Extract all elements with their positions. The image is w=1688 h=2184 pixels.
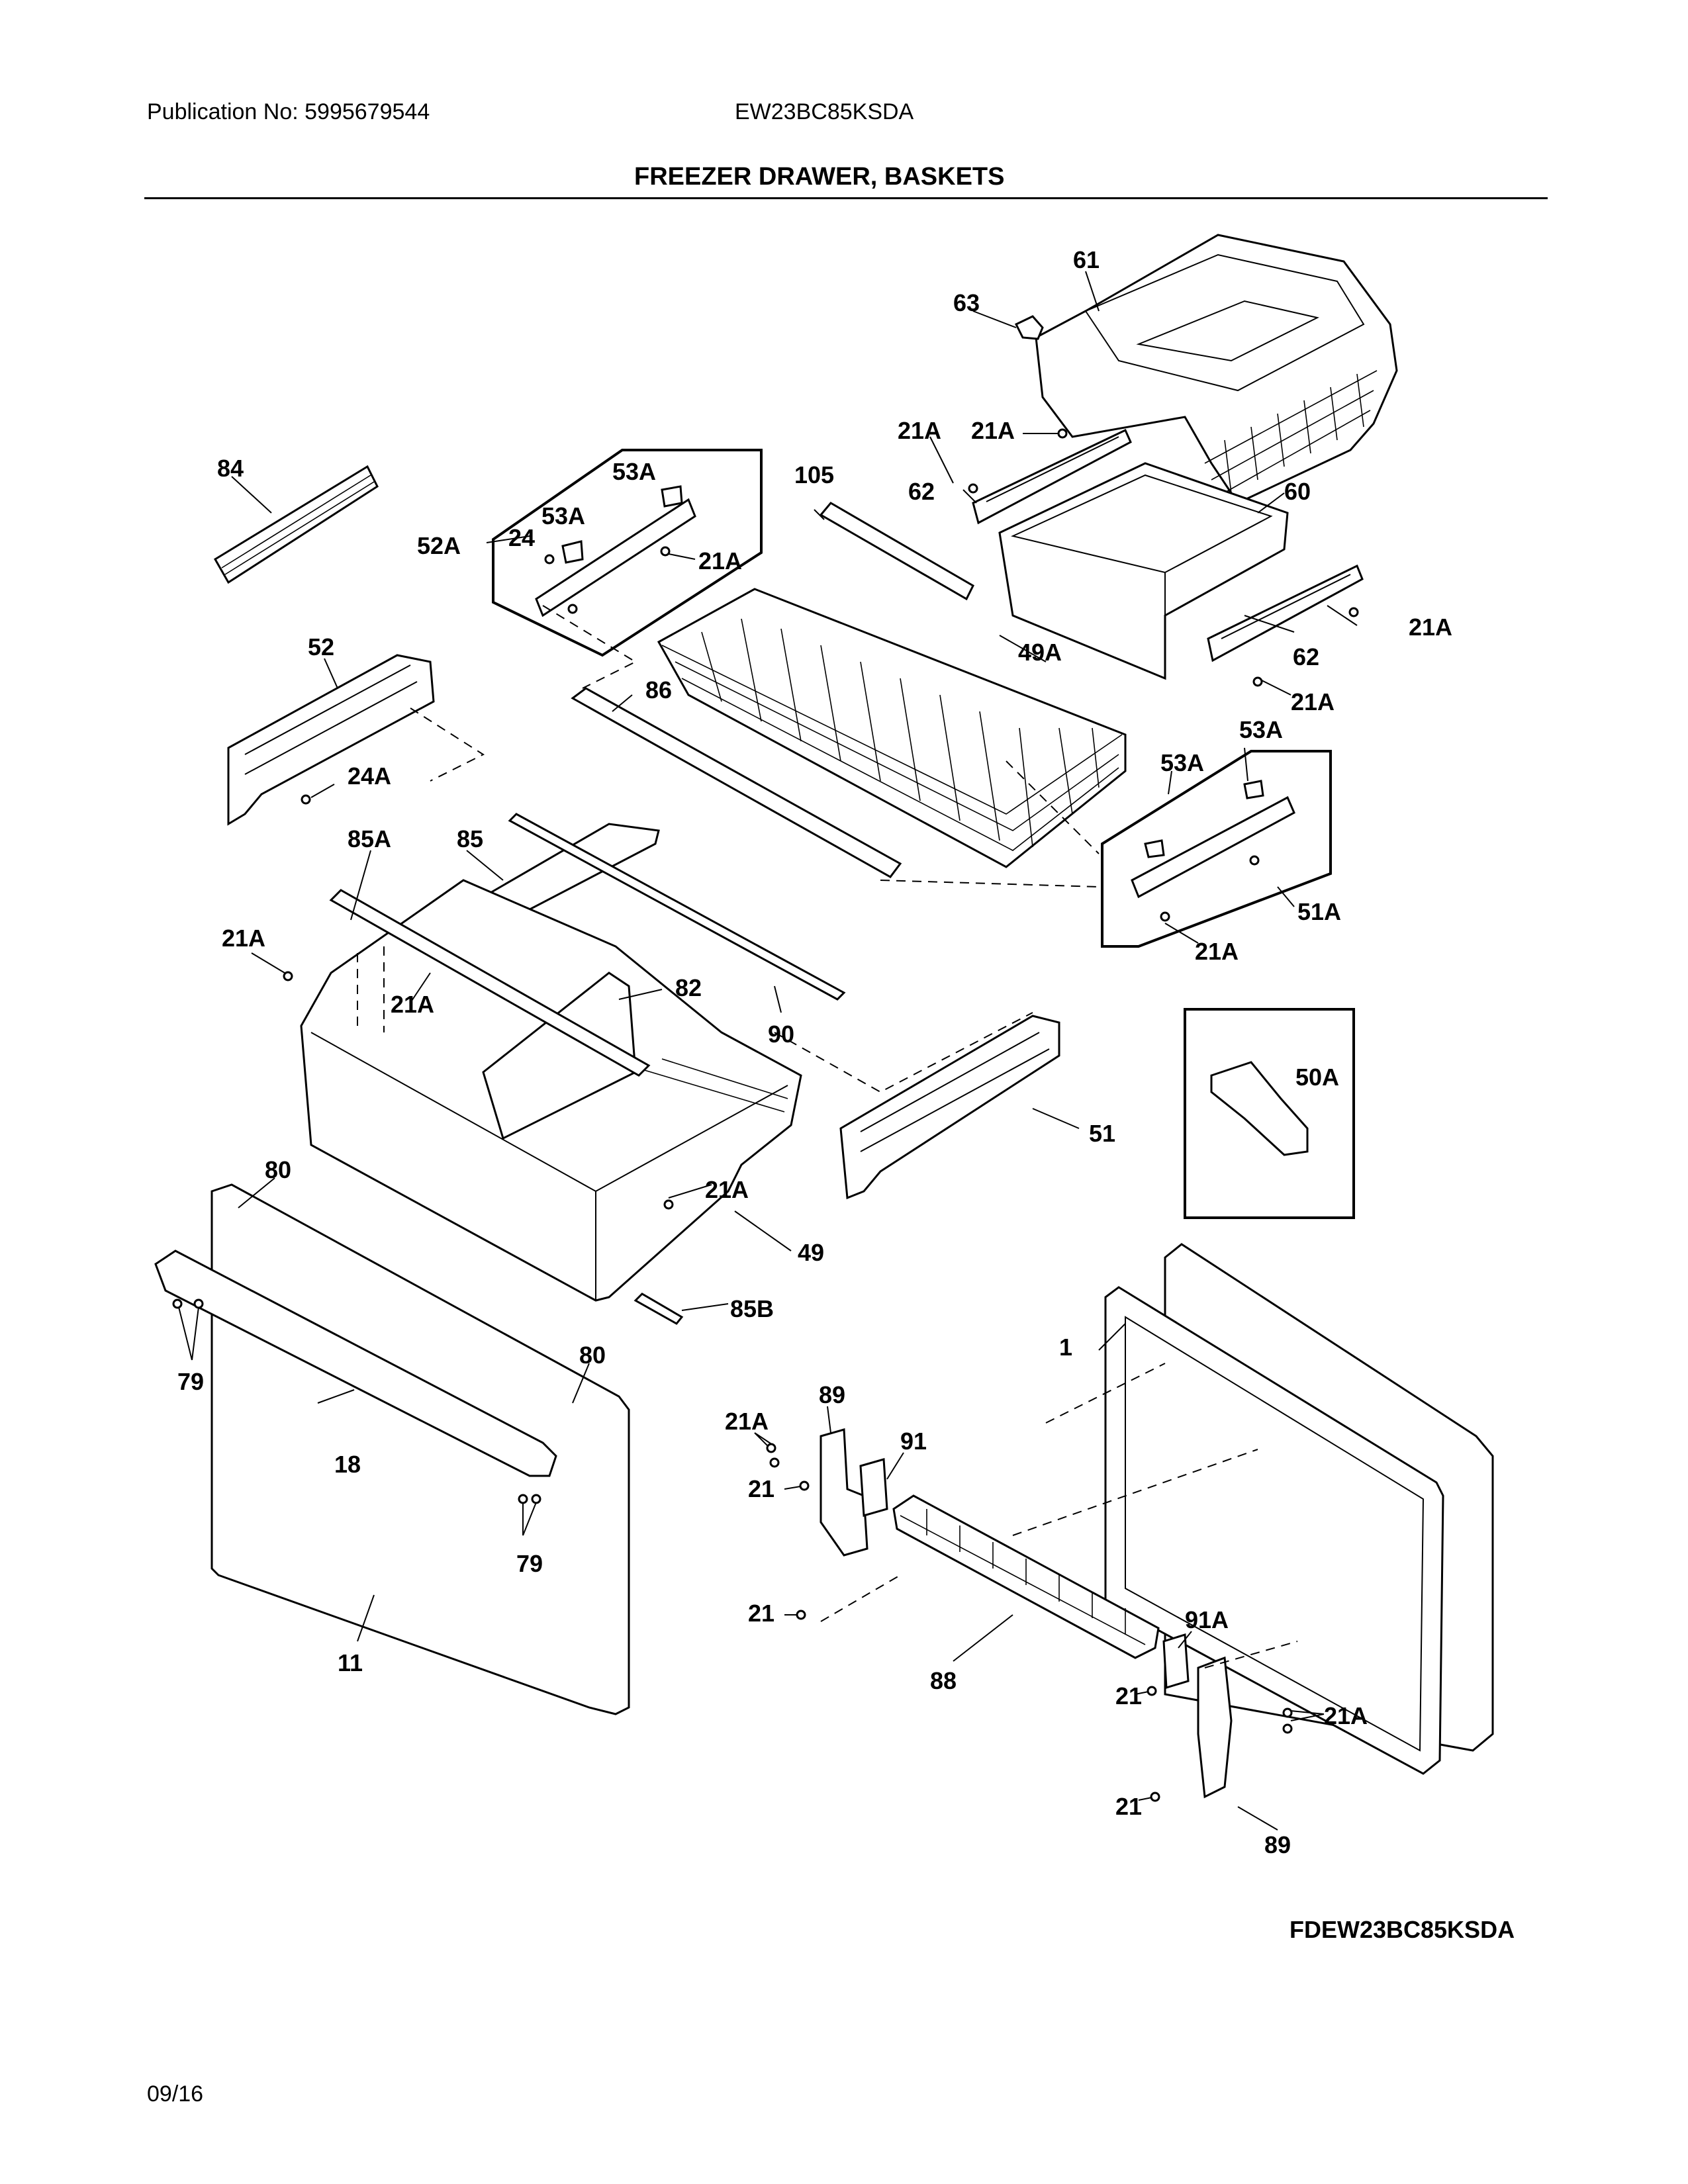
label-51: 51 (1089, 1120, 1115, 1147)
rod-85B (633, 1293, 684, 1325)
slide-62-upper (972, 428, 1132, 525)
slide-assembly-52 (227, 654, 435, 826)
label-84: 84 (217, 455, 244, 482)
label-61: 61 (1073, 246, 1100, 273)
rail-105 (819, 502, 974, 601)
label-49A: 49A (1018, 639, 1062, 666)
screws (172, 428, 1359, 1802)
divider-85A (329, 889, 651, 1077)
label-60: 60 (1284, 478, 1311, 505)
part-50A-box (1184, 1008, 1355, 1219)
slide-kit-51A-box (1101, 750, 1332, 948)
label-21A-h: 21A (391, 991, 434, 1018)
slide-62-lower (1207, 564, 1364, 662)
label-21A-i: 21A (705, 1176, 749, 1203)
front-trim-86 (571, 687, 902, 878)
publication-number: Publication No: 5995679544 (147, 99, 430, 124)
label-63: 63 (953, 289, 980, 316)
label-88: 88 (930, 1667, 957, 1694)
label-51A: 51A (1297, 898, 1341, 925)
label-89-a: 89 (819, 1381, 845, 1408)
assembly-lines (357, 605, 1298, 1668)
page-title: FREEZER DRAWER, BASKETS (634, 163, 1005, 191)
label-24: 24 (508, 524, 535, 551)
part-labels: 61 63 21A 21A 62 60 21A 62 21A 84 53A 53… (177, 246, 1452, 1858)
label-24A: 24A (348, 762, 391, 790)
clip-63 (1014, 315, 1044, 340)
upper-basket-61 (1035, 234, 1398, 504)
label-50A: 50A (1295, 1064, 1339, 1091)
label-49: 49 (798, 1239, 824, 1266)
bracket-91A (1162, 1633, 1190, 1689)
rail-88 (892, 1494, 1160, 1659)
handle-18 (154, 1250, 557, 1477)
label-90: 90 (768, 1021, 794, 1048)
label-62-b: 62 (1293, 643, 1319, 670)
label-105: 105 (794, 461, 834, 488)
label-79-a: 79 (177, 1368, 204, 1395)
label-21-d: 21 (1115, 1793, 1142, 1820)
label-21A-g: 21A (222, 925, 265, 952)
label-85: 85 (457, 825, 483, 852)
leader-lines (178, 271, 1358, 1831)
label-53A-d: 53A (1160, 749, 1204, 776)
label-11: 11 (338, 1649, 363, 1676)
rod-90 (508, 813, 846, 1001)
label-52: 52 (308, 633, 334, 660)
model-number: EW23BC85KSDA (735, 99, 914, 124)
label-86: 86 (645, 676, 672, 704)
label-21-c: 21 (1115, 1682, 1142, 1709)
wire-basket-49A (657, 588, 1127, 868)
label-21A-f: 21A (1195, 938, 1239, 965)
revision-date: 09/16 (147, 2081, 204, 2107)
bracket-91 (859, 1458, 888, 1517)
label-91: 91 (900, 1428, 927, 1455)
label-18: 18 (334, 1451, 361, 1478)
drawer-basket-49 (300, 879, 802, 1302)
label-82: 82 (675, 974, 702, 1001)
door-panel-11 (211, 1183, 630, 1715)
label-91A: 91A (1185, 1606, 1229, 1633)
label-1: 1 (1059, 1334, 1072, 1361)
label-89-b: 89 (1264, 1831, 1291, 1858)
label-21-a: 21 (748, 1475, 774, 1502)
grille-84 (213, 465, 379, 584)
label-53A-a: 53A (612, 458, 656, 485)
label-21A-k: 21A (1324, 1702, 1368, 1729)
label-21A-c: 21A (1409, 614, 1452, 641)
label-80-b: 80 (579, 1342, 606, 1369)
label-52A: 52A (417, 532, 461, 559)
label-21A-a: 21A (898, 417, 941, 444)
label-21A-j: 21A (725, 1408, 769, 1435)
label-80-a: 80 (265, 1156, 291, 1183)
hinge-89-lower (1197, 1656, 1233, 1799)
label-21A-b: 21A (971, 417, 1015, 444)
label-21-b: 21 (748, 1600, 774, 1627)
label-53A-c: 53A (1239, 716, 1283, 743)
hinge-89-upper (820, 1428, 868, 1557)
label-85B: 85B (730, 1295, 774, 1322)
slide-kit-52A-box (492, 449, 763, 657)
label-21A-e: 21A (698, 547, 742, 574)
label-62-a: 62 (908, 478, 935, 505)
label-79-b: 79 (516, 1550, 543, 1577)
bin-60 (998, 462, 1289, 680)
label-53A-b: 53A (541, 502, 585, 529)
label-85A: 85A (348, 825, 391, 852)
header-divider (144, 197, 1548, 199)
diagram-code: FDEW23BC85KSDA (1289, 1916, 1515, 1943)
label-21A-d: 21A (1291, 688, 1335, 715)
slide-51 (839, 1015, 1060, 1200)
